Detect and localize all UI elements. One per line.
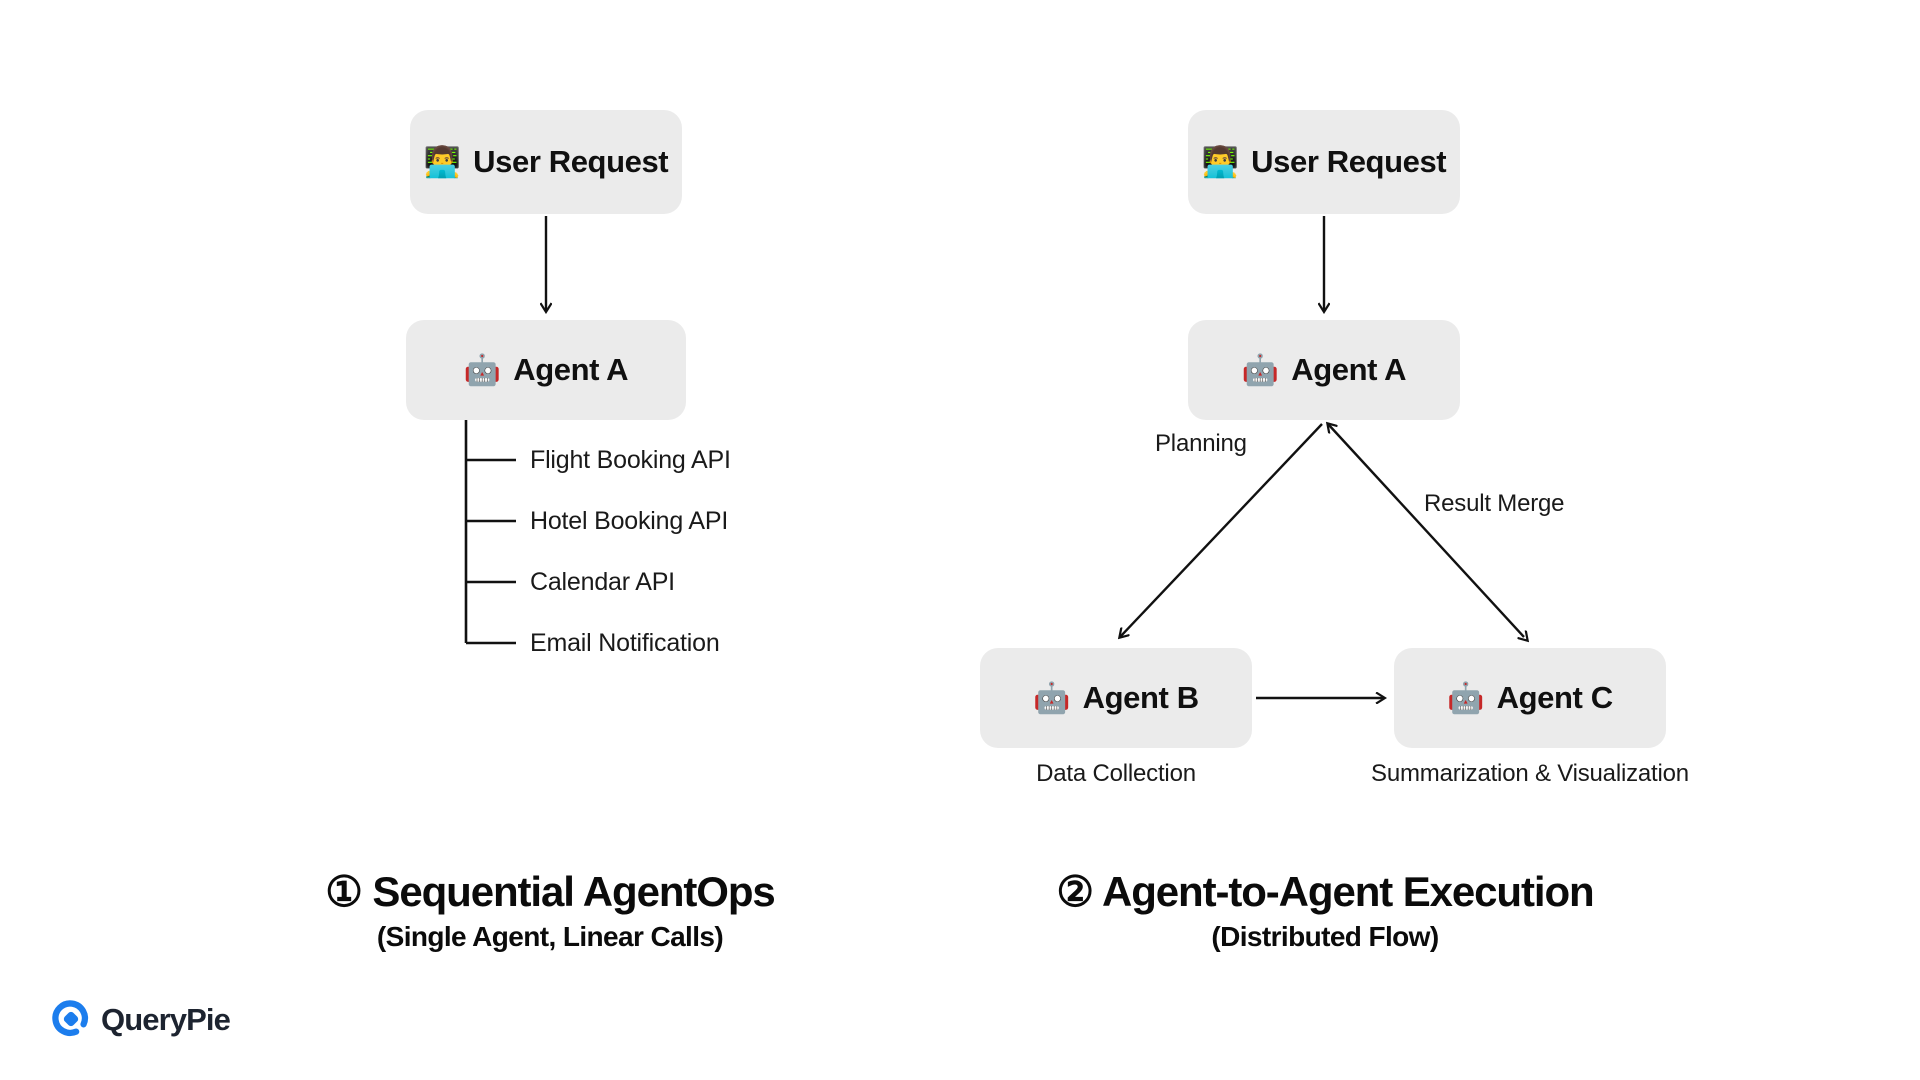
edge-label-planning: Planning — [1155, 430, 1247, 457]
robot-emoji: 🤖 — [1447, 682, 1485, 715]
person-with-laptop-emoji: 👨‍💻 — [1201, 146, 1240, 179]
edge-label-result-merge: Result Merge — [1424, 490, 1565, 517]
node-label: Agent A — [513, 352, 629, 387]
section-title-main: ② Agent-to-Agent Execution — [1056, 868, 1594, 915]
tool-item-flight-booking-api[interactable]: Flight Booking API — [530, 446, 731, 474]
brand-name: QueryPie — [101, 1001, 231, 1037]
caption-agent-c: Summarization & Visualization — [1371, 760, 1689, 787]
person-with-laptop-emoji: 👨‍💻 — [423, 146, 462, 179]
tool-item-hotel-booking-api[interactable]: Hotel Booking API — [530, 507, 729, 535]
node-agent-a-right[interactable]: 🤖 Agent A — [1188, 320, 1460, 420]
node-user-request-right[interactable]: 👨‍💻 User Request — [1188, 110, 1460, 214]
node-user-request-left[interactable]: 👨‍💻 User Request — [410, 110, 682, 214]
node-label: Agent C — [1496, 680, 1613, 715]
section-title-agent-to-agent: ② Agent-to-Agent Execution (Distributed … — [955, 868, 1695, 952]
section-title-sequential: ① Sequential AgentOps (Single Agent, Lin… — [180, 868, 920, 952]
robot-emoji: 🤖 — [1241, 354, 1280, 387]
querypie-logo-icon — [52, 1000, 90, 1038]
caption-agent-b: Data Collection — [1036, 760, 1196, 787]
node-agent-c[interactable]: 🤖 Agent C — [1394, 648, 1666, 748]
tool-item-email-notification[interactable]: Email Notification — [530, 629, 720, 657]
section-title-sub: (Distributed Flow) — [1211, 921, 1439, 953]
node-agent-b[interactable]: 🤖 Agent B — [980, 648, 1252, 748]
robot-emoji: 🤖 — [463, 354, 502, 387]
node-label: User Request — [473, 144, 669, 179]
edge-result-merge-agent-c-to-a — [1328, 424, 1525, 638]
tool-item-calendar-api[interactable]: Calendar API — [530, 568, 675, 596]
node-label: Agent B — [1082, 680, 1199, 715]
brand-logo: QueryPie — [52, 1000, 231, 1038]
robot-emoji: 🤖 — [1033, 682, 1071, 715]
section-title-sub: (Single Agent, Linear Calls) — [376, 921, 724, 953]
node-agent-a-left[interactable]: 🤖 Agent A — [406, 320, 686, 420]
node-label: Agent A — [1291, 352, 1407, 387]
node-label: User Request — [1251, 144, 1447, 179]
edge-agent-a-to-agent-c — [1332, 428, 1527, 640]
section-title-main: ① Sequential AgentOps — [325, 868, 775, 915]
